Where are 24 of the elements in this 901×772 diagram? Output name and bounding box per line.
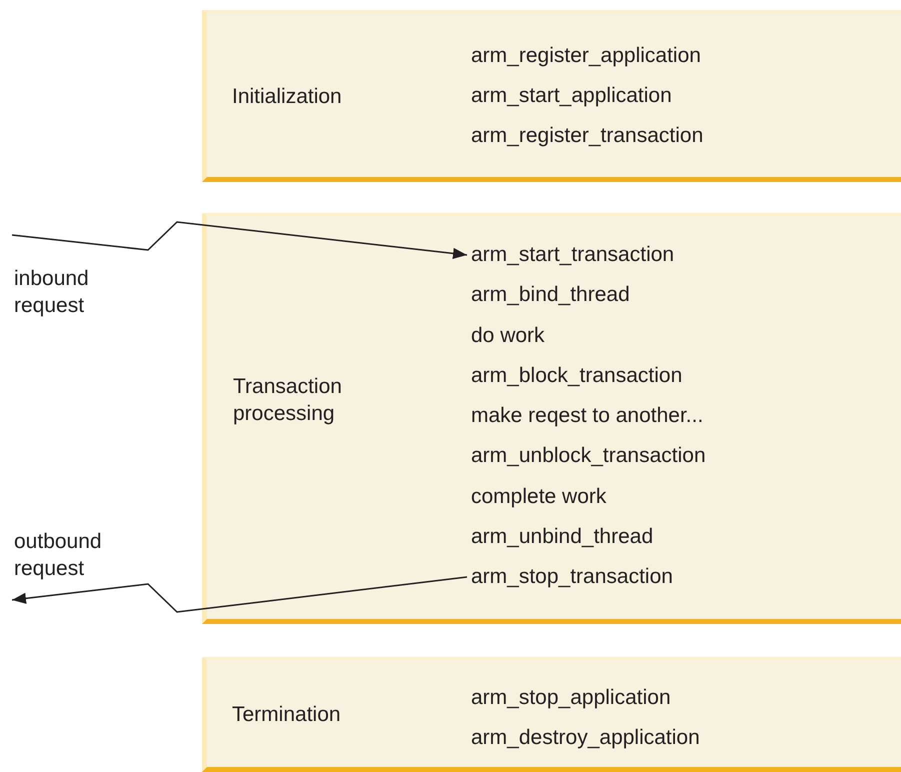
arrow [12, 221, 468, 259]
function-name: arm_unblock_transaction [471, 443, 706, 469]
section-panel [202, 657, 901, 772]
function-name: arm_start_transaction [471, 242, 674, 268]
section-panel [202, 10, 901, 182]
edge-label: inbound request [14, 266, 90, 319]
function-name: arm_register_transaction [471, 123, 704, 149]
section-heading: Transaction processing [233, 374, 343, 426]
function-name: make reqest to another... [471, 403, 704, 429]
function-name: arm_register_application [471, 43, 701, 69]
function-name: arm_block_transaction [471, 363, 682, 389]
arrow [12, 576, 468, 613]
section-panel [202, 213, 901, 624]
function-name: arm_bind_thread [471, 282, 630, 308]
function-name: arm_unbind_thread [471, 524, 654, 550]
function-name: complete work [471, 484, 606, 510]
edge-label: outbound request [14, 529, 103, 582]
function-name: arm_destroy_application [471, 725, 700, 751]
section-heading: Initialization [232, 84, 343, 110]
function-name: do work [471, 323, 545, 349]
function-name: arm_stop_application [471, 685, 671, 711]
function-name: arm_start_application [471, 83, 672, 109]
section-heading: Termination [232, 702, 342, 728]
function-name: arm_stop_transaction [471, 564, 673, 590]
